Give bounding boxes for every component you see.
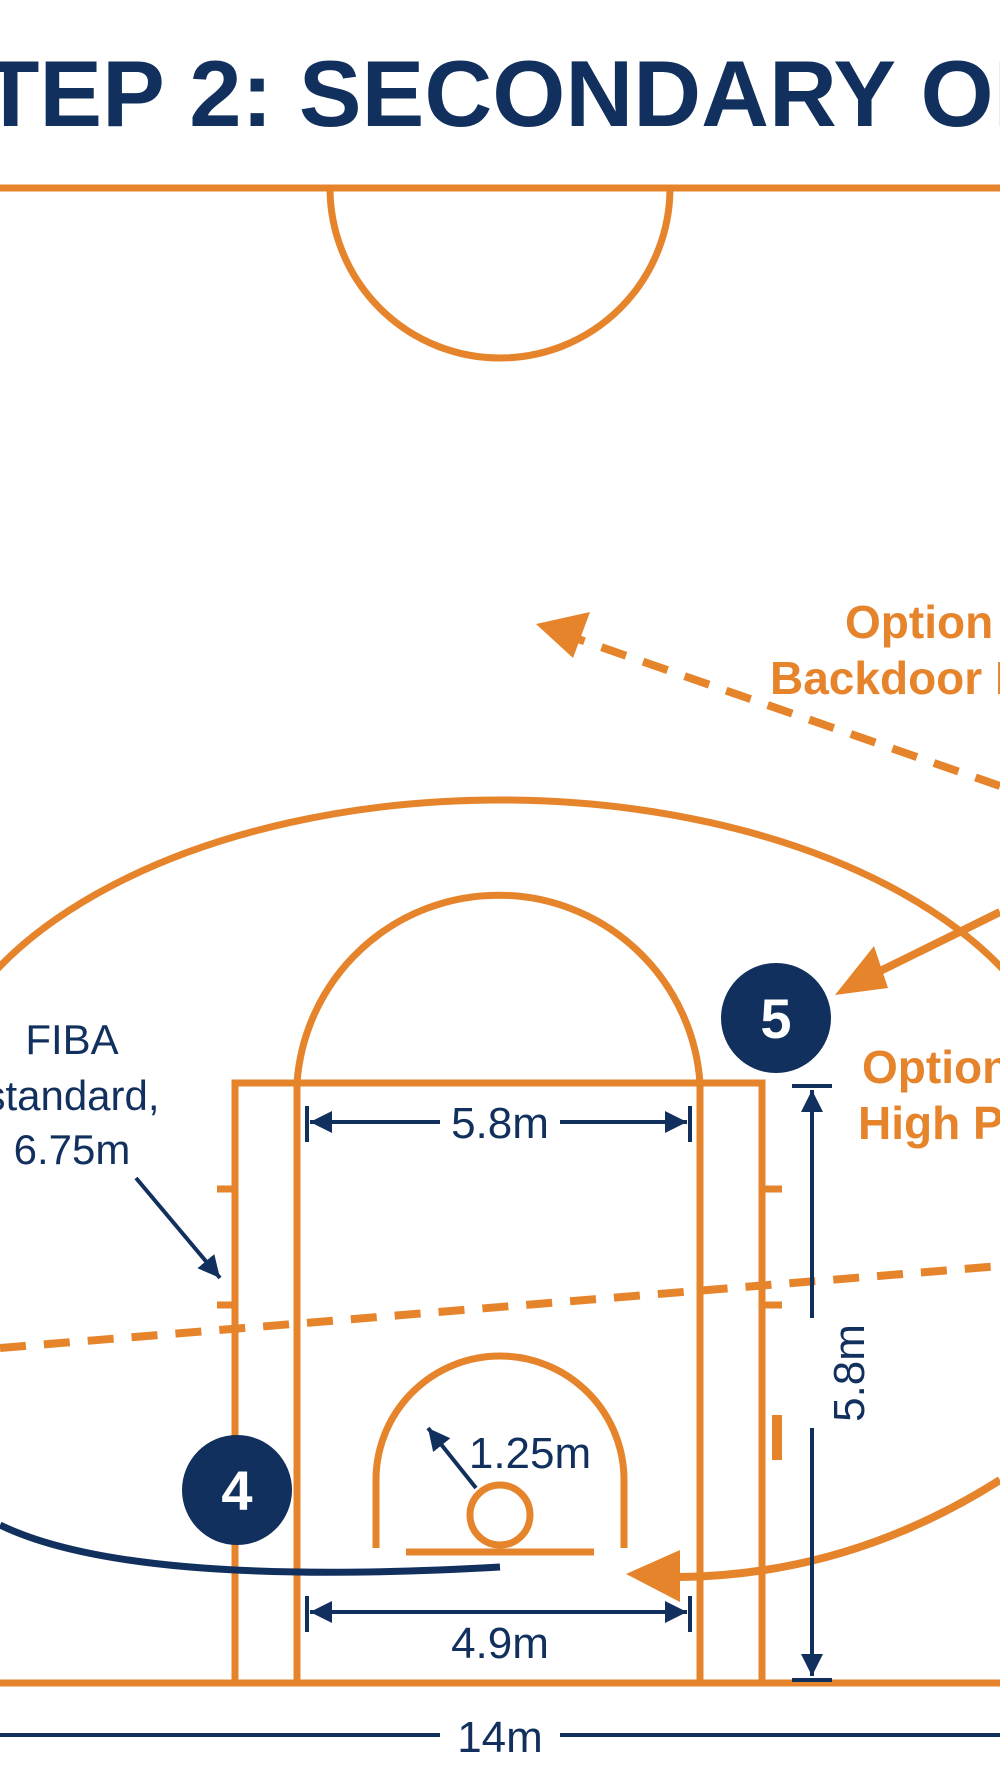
three-point-arc [0,796,1000,972]
label-fiba-3: 6.75m [14,1126,131,1173]
option-backdoor-label-2: Backdoor L [770,652,1000,704]
lane-block-right [772,1415,782,1460]
key-outer [231,1079,766,1687]
free-throw-circle [293,891,704,1084]
option-highpost-label-1: Option [862,1041,1000,1093]
label-key-width-top: 5.8m [451,1099,549,1148]
court-lines [0,184,1000,1687]
backdoor-arrowhead [536,612,590,658]
dimensions [0,1084,1000,1737]
option-a-arrowhead [835,946,888,995]
player-4-number: 4 [221,1459,252,1522]
label-key-depth: 5.8m [825,1324,874,1422]
label-fiba-2: standard, [0,1072,160,1119]
player-4[interactable]: 4 [182,1435,292,1545]
label-restricted-radius: 1.25m [469,1429,591,1478]
player-5[interactable]: 5 [721,963,831,1073]
option-a-cut-line [866,908,1000,981]
dashed-lanes [0,635,1000,1352]
player-5-marker [721,963,831,1073]
fiba-callout-pointer [134,1176,222,1280]
label-key-width-bottom: 4.9m [451,1619,549,1668]
skip-pass-path [0,1262,1000,1352]
option-b-cut-line [679,1476,1000,1581]
hoop [466,1481,534,1549]
movement-arrows [679,908,1000,1581]
center-circle [326,187,674,362]
option-backdoor-label-1: Option I [845,596,1000,648]
backdoor-cut-path [576,635,1000,790]
player-4-marker [182,1435,292,1545]
player-4-cut-path [0,1521,501,1576]
option-labels: Option I Backdoor L Option High Po [770,596,1000,1149]
option-b-arrowhead [626,1550,680,1602]
label-court-width: 14m [457,1713,543,1762]
option-highpost-label-2: High Po [858,1097,1000,1149]
lane-hash-marks [217,1185,782,1309]
dim-restricted-radius-pointer [426,1426,478,1490]
page-title: TEP 2: SECONDARY OPTION [0,41,1000,146]
label-fiba-1: FIBA [25,1016,118,1063]
restricted-area-arc [372,1352,628,1548]
dimension-labels: 5.8m 4.9m 14m 5.8m 1.25m FIBA standard, … [0,1016,874,1762]
player-5-number: 5 [760,987,791,1050]
